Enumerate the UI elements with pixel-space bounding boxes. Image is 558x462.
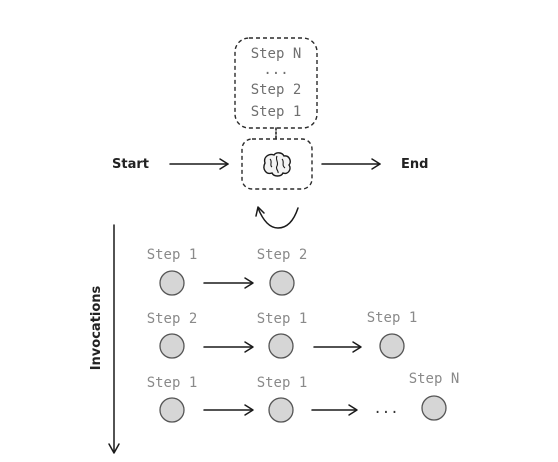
loop-arrow <box>255 206 299 229</box>
start-label: Start <box>112 157 149 172</box>
row3-node2 <box>268 397 294 423</box>
stack-ellipsis: ... <box>263 62 288 78</box>
row3-node2-label: Step 1 <box>257 375 308 391</box>
stack-step-2: Step 2 <box>251 82 302 98</box>
row1-node2-label: Step 2 <box>257 247 308 263</box>
row3-ellipsis: ... <box>373 401 398 417</box>
row2-arrow2 <box>313 341 362 353</box>
invocations-label: Invocations <box>89 285 104 370</box>
row2-arrow1 <box>203 341 254 353</box>
row3-node3-label: Step N <box>409 371 460 387</box>
end-label: End <box>401 157 428 172</box>
invocation-row-2: Step 2 Step 1 Step 1 <box>147 310 418 359</box>
row3-arrow1 <box>203 404 254 416</box>
row1-arrow1 <box>203 277 254 289</box>
brain-icon <box>263 152 291 177</box>
row3-node1-label: Step 1 <box>147 375 198 391</box>
row3-arrow2 <box>311 404 358 416</box>
row2-node1 <box>159 333 185 359</box>
row3-node3 <box>421 395 447 421</box>
row2-node1-label: Step 2 <box>147 311 198 327</box>
row2-node2-label: Step 1 <box>257 311 308 327</box>
step-stack: Step N ... Step 2 Step 1 <box>234 37 318 129</box>
invocation-row-3: Step 1 Step 1 Step N ... <box>147 371 460 423</box>
start-arrow <box>169 158 229 170</box>
invocation-row-1: Step 1 Step 2 <box>147 247 308 296</box>
agent-node <box>241 138 313 190</box>
agent-box <box>241 138 313 190</box>
invocations-axis <box>108 224 120 454</box>
row1-node1-label: Step 1 <box>147 247 198 263</box>
stack-step-1: Step 1 <box>251 104 302 120</box>
row1-node1 <box>159 270 185 296</box>
end-arrow <box>321 158 381 170</box>
row2-node3-label: Step 1 <box>367 310 418 326</box>
stack-step-n: Step N <box>251 46 302 62</box>
row2-node2 <box>268 333 294 359</box>
row1-node2 <box>269 270 295 296</box>
row3-node1 <box>159 397 185 423</box>
row2-node3 <box>379 333 405 359</box>
step-stack-box <box>234 37 318 129</box>
